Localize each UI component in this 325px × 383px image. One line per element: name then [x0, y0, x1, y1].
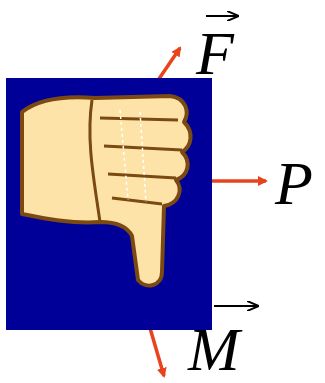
point-label: P: [275, 152, 313, 214]
thumb-down-icon: [22, 96, 191, 286]
icon-background: [6, 78, 212, 330]
moment-label: M: [188, 318, 240, 380]
force-label: F: [196, 22, 234, 84]
